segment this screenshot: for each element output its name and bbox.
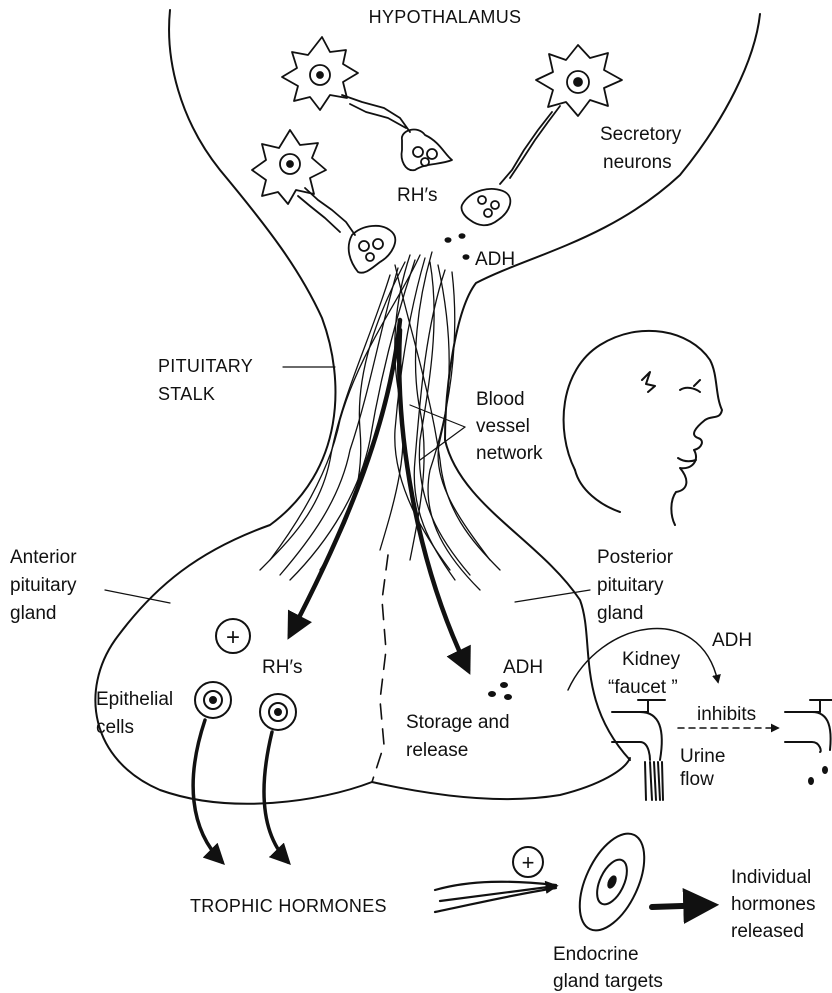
stalk-arrows — [290, 320, 468, 670]
label-anterior-gland: gland — [10, 603, 57, 624]
label-inhibits: inhibits — [697, 704, 756, 725]
label-hormones: hormones — [731, 894, 816, 915]
neuron-2-terminal — [349, 226, 396, 273]
stimulate-symbol-target: + — [513, 847, 543, 877]
label-storage: Storage and — [406, 712, 510, 733]
label-released: released — [731, 921, 804, 942]
label-stalk: STALK — [158, 384, 215, 404]
label-rhs-bottom: RH′s — [262, 657, 303, 678]
label-flow: flow — [680, 769, 714, 790]
head-profile-icon — [564, 331, 722, 525]
faucet-right-icon — [785, 700, 832, 752]
label-trophic-hormones: TROPHIC HORMONES — [190, 896, 387, 916]
label-secretory: Secretory — [600, 124, 682, 145]
label-endocrine: Endocrine — [553, 944, 639, 965]
label-faucet: “faucet ” — [608, 677, 678, 698]
label-posterior-gland: gland — [597, 603, 644, 624]
label-anterior-pituitary: pituitary — [10, 575, 77, 596]
label-individual: Individual — [731, 867, 811, 888]
label-kidney: Kidney — [622, 649, 681, 670]
label-rhs-top: RH′s — [397, 185, 438, 206]
label-network: network — [476, 443, 543, 464]
label-pituitary: PITUITARY — [158, 356, 253, 376]
trophic-to-target-arrow — [435, 882, 556, 912]
label-hypothalamus: HYPOTHALAMUS — [369, 7, 522, 27]
faucet-left-icon — [612, 700, 665, 800]
trophic-arrows — [193, 720, 288, 862]
neuron-1-terminal — [402, 130, 452, 171]
neuron-3-terminal — [461, 189, 510, 225]
adh-granules-bottom — [488, 682, 512, 700]
stimulate-symbol-anterior: + — [216, 619, 250, 653]
epithelial-cells — [195, 682, 296, 730]
label-posterior-pituitary: pituitary — [597, 575, 664, 596]
adh-granules-top — [445, 233, 470, 260]
label-epithelial: Epithelial — [96, 689, 173, 710]
label-urine: Urine — [680, 746, 725, 767]
svg-text:+: + — [226, 624, 240, 651]
svg-text:+: + — [522, 850, 535, 875]
secretory-neurons — [252, 37, 622, 273]
label-anterior: Anterior — [10, 547, 77, 568]
label-adh-top: ADH — [475, 249, 515, 270]
label-adh-bottom: ADH — [503, 657, 543, 678]
label-vessel: vessel — [476, 416, 530, 437]
label-neurons: neurons — [603, 152, 672, 173]
label-gland-targets: gland targets — [553, 971, 663, 992]
faucet-drips — [808, 766, 828, 785]
label-release: release — [406, 740, 468, 761]
label-adh-faucet: ADH — [712, 630, 752, 651]
arrow-to-posterior — [399, 330, 468, 670]
label-posterior: Posterior — [597, 547, 674, 568]
endocrine-gland-target — [566, 824, 657, 940]
release-arrow — [652, 905, 712, 907]
label-cells: cells — [96, 717, 134, 738]
label-blood: Blood — [476, 389, 525, 410]
